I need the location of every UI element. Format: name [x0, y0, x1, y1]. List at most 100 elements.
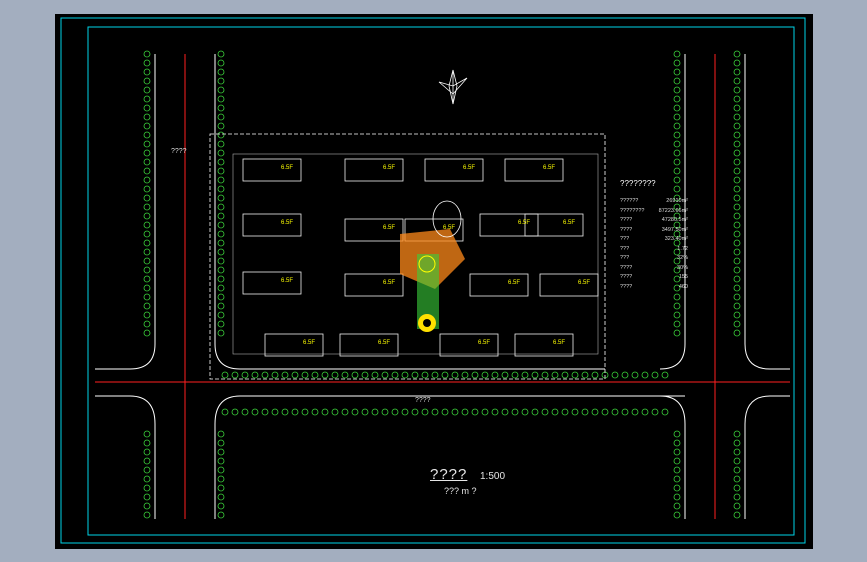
tree-icon — [143, 311, 151, 319]
tree-icon — [673, 86, 681, 94]
tree-icon — [641, 408, 649, 416]
tree-icon — [217, 439, 225, 447]
tree-icon — [733, 275, 741, 283]
tree-icon — [217, 466, 225, 474]
tree-icon — [251, 371, 259, 379]
tree-icon — [231, 408, 239, 416]
building-block — [469, 273, 529, 297]
index-table-label: ???? — [620, 283, 633, 290]
building-block — [424, 158, 484, 182]
tree-icon — [733, 176, 741, 184]
drawing-scale: 1:500 — [480, 471, 506, 482]
tree-icon — [217, 77, 225, 85]
tree-icon — [673, 239, 681, 247]
tree-icon — [733, 266, 741, 274]
tree-icon — [571, 371, 579, 379]
tree-icon — [501, 371, 509, 379]
tree-icon — [673, 185, 681, 193]
tree-icon — [611, 371, 619, 379]
tree-icon — [143, 293, 151, 301]
tree-icon — [733, 239, 741, 247]
tree-icon — [733, 439, 741, 447]
tree-icon — [733, 329, 741, 337]
building-floor-label: 6.5F — [543, 165, 556, 171]
tree-icon — [271, 408, 279, 416]
building-floor-label: 6.5F — [281, 165, 294, 171]
tree-icon — [733, 311, 741, 319]
tree-icon — [217, 86, 225, 94]
tree-icon — [441, 371, 449, 379]
tree-icon — [143, 320, 151, 328]
tree-icon — [733, 50, 741, 58]
tree-icon — [733, 493, 741, 501]
tree-icon — [143, 149, 151, 157]
tree-icon — [143, 95, 151, 103]
tree-icon — [733, 149, 741, 157]
building-floor-label: 6.5F — [281, 220, 294, 226]
tree-icon — [217, 475, 225, 483]
tree-icon — [217, 167, 225, 175]
tree-icon — [217, 293, 225, 301]
tree-icon — [631, 371, 639, 379]
tree-icon — [143, 448, 151, 456]
tree-icon — [321, 408, 329, 416]
tree-icon — [673, 167, 681, 175]
building-block — [504, 158, 564, 182]
tree-icon — [241, 371, 249, 379]
tree-icon — [733, 448, 741, 456]
tree-icon — [301, 408, 309, 416]
tree-icon — [733, 167, 741, 175]
index-table-label: ???? — [620, 226, 633, 233]
tree-icon — [217, 59, 225, 67]
tree-icon — [217, 329, 225, 337]
tree-icon — [331, 371, 339, 379]
tree-icon — [733, 466, 741, 474]
index-table-value: 323.40m² — [664, 236, 688, 242]
tree-icon — [451, 408, 459, 416]
tree-icon — [733, 59, 741, 67]
tree-icon — [217, 95, 225, 103]
tree-icon — [143, 284, 151, 292]
tree-icon — [143, 329, 151, 337]
tree-icon — [143, 266, 151, 274]
index-table-row: ??????26910m² — [620, 198, 688, 204]
tree-icon — [143, 185, 151, 193]
tree-icon — [217, 50, 225, 58]
tree-icon — [673, 275, 681, 283]
central-plaza — [400, 200, 465, 332]
building-block — [264, 333, 324, 357]
site-boundary — [209, 133, 606, 380]
tree-icon — [733, 320, 741, 328]
drawing-title: ???? — [430, 466, 468, 483]
tree-icon — [143, 302, 151, 310]
tree-icon — [143, 113, 151, 121]
tree-icon — [673, 257, 681, 265]
tree-icon — [321, 371, 329, 379]
tree-icon — [673, 448, 681, 456]
building-block — [242, 271, 302, 295]
tree-icon — [217, 212, 225, 220]
tree-icon — [351, 371, 359, 379]
tree-icon — [673, 248, 681, 256]
building-block — [439, 333, 499, 357]
west-road-label: ???? — [171, 148, 187, 155]
tree-icon — [461, 371, 469, 379]
tree-icon — [621, 371, 629, 379]
tree-icon — [291, 408, 299, 416]
tree-icon — [673, 158, 681, 166]
tree-icon — [217, 113, 225, 121]
tree-icon — [581, 371, 589, 379]
tree-icon — [217, 448, 225, 456]
tree-icon — [733, 457, 741, 465]
tree-icon — [673, 466, 681, 474]
tree-icon — [143, 475, 151, 483]
tree-icon — [733, 248, 741, 256]
tree-icon — [673, 131, 681, 139]
tree-icon — [217, 158, 225, 166]
tree-icon — [673, 329, 681, 337]
tree-icon — [217, 131, 225, 139]
tree-icon — [571, 408, 579, 416]
tree-icon — [217, 457, 225, 465]
tree-icon — [371, 408, 379, 416]
tree-icon — [231, 371, 239, 379]
